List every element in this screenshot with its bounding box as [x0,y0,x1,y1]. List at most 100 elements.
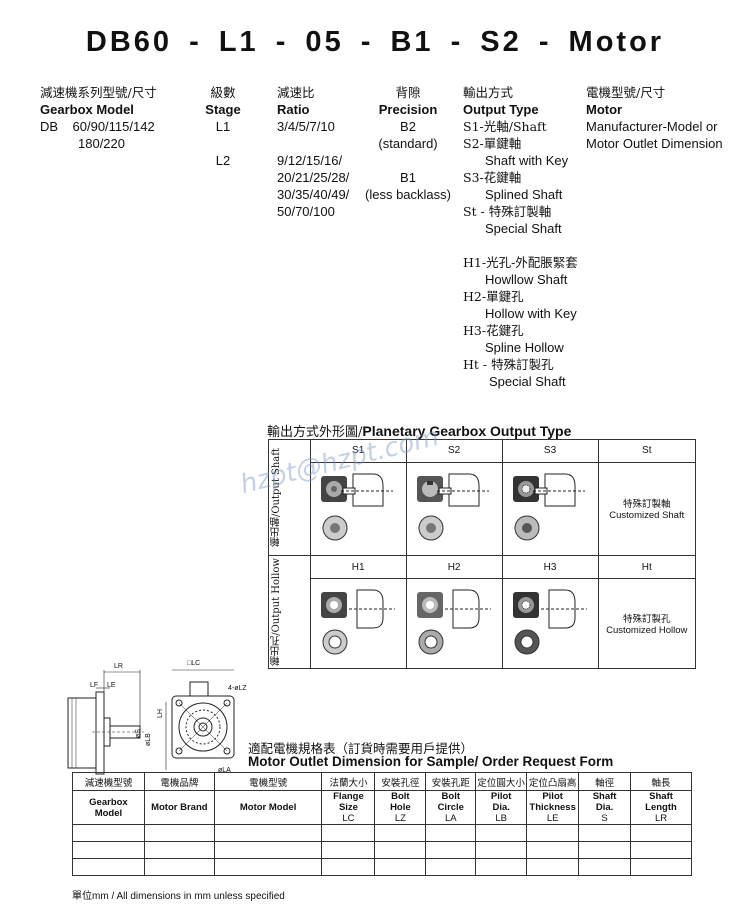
label-la: øLA [218,767,231,774]
form-entry-row[interactable] [72,824,692,842]
label-lz: 4-øLZ [228,685,247,692]
header-h1: H1 [309,555,407,580]
output-type-zh: 輸出方式 [463,85,514,100]
precision-en: Precision [378,102,438,117]
ratio-zh: 減速比 [277,85,315,100]
form-title-zh: 適配電機規格表（訂貨時需要用戶提供） [248,741,474,756]
form-h-zh-7: 定位凸扇高 [526,772,580,791]
gearbox-model-column: 減速機系列型號/尺寸 Gearbox Model DB 60/90/115/14… [40,84,157,152]
motor-en: Motor [586,102,623,117]
motor-column: 電機型號/尺寸 Motor Manufacturer-Model or Moto… [586,84,723,152]
form-h-zh-0: 減速機型號 [72,772,145,791]
output-s2-desc: Shaft with Key [485,153,569,168]
splined-shaft-illustration [513,473,586,541]
header-h2: H2 [405,555,503,580]
st-text-en: Customized Shaft [609,510,685,522]
output-h1-desc: Howllow Shaft [485,272,568,287]
output-s3-desc: Splined Shaft [485,187,563,202]
stage-zh: 級數 [210,85,236,100]
output-h2: H2-單鍵孔 [463,289,524,304]
stage-l1: L1 [215,119,231,134]
ratio-column: 減速比 Ratio 3/4/5/7/10 9/12/15/16/ 20/21/2… [277,84,349,220]
output-figure-title-en: Planetary Gearbox Output Type [362,423,572,439]
output-hollow-row-label: 輸出孔/Output Hollow [268,555,311,669]
gearbox-prefix: DB [40,119,59,134]
output-type-column: 輸出方式 Output Type S1-光軸/Shaft S2-單鍵軸 Shaf… [463,84,578,390]
keyed-hollow-illustration [417,589,492,655]
motor-zh: 電機型號/尺寸 [586,85,666,100]
spline-hollow-illustration [513,589,588,655]
ratio-l2-1: 9/12/15/16/ [277,153,343,168]
keyed-shaft-illustration [417,473,490,541]
ratio-l2-2: 20/21/25/28/ [277,170,350,185]
st-text-zh: 特殊訂製軸 [623,499,671,511]
output-ht-desc: Special Shaft [489,374,566,389]
s3-image [501,461,599,557]
precision-zh: 背隙 [395,85,421,100]
h3-image [501,578,599,669]
output-figure-title-zh: 輸出方式外形圖/ [267,425,363,440]
header-s3: S3 [501,439,599,463]
output-h3-desc: Spline Hollow [485,340,564,355]
form-entry-row[interactable] [72,858,692,876]
stage-en: Stage [205,102,241,117]
output-st: St - 特殊訂製軸 [463,204,552,219]
gearbox-sizes-1: 60/90/115/142 [72,119,155,134]
form-h-zh-3: 法蘭大小 [321,772,376,791]
header-h3: H3 [501,555,599,580]
h1-image [309,578,407,669]
precision-b1: B1 [400,170,416,185]
ht-text-en: Customized Hollow [606,625,688,637]
gearbox-model-en: Gearbox Model [40,102,134,117]
motor-line2: Motor Outlet Dimension [586,136,723,151]
form-h-zh-8: 軸徑 [578,772,632,791]
form-header-zh-row: 減速機型號 電機品牌 電機型號 法蘭大小 安裝孔徑 安裝孔距 定位圓大小 定位凸… [72,772,692,791]
footnote: 單位mm / All dimensions in mm unless speci… [72,891,285,902]
form-h-zh-5: 安裝孔距 [425,772,477,791]
gearbox-model-zh: 減速機系列型號/尺寸 [40,85,157,100]
motor-order-form-table: 減速機型號 電機品牌 電機型號 法蘭大小 安裝孔徑 安裝孔距 定位圓大小 定位凸… [72,772,692,876]
label-le: LE [107,682,116,689]
ht-cell: 特殊訂製孔 Customized Hollow [597,578,697,669]
ratio-l2-3: 30/35/40/49/ [277,187,350,202]
output-s3: S3-花鍵軸 [463,170,522,185]
label-lr: LR [114,663,123,670]
s1-image [309,461,407,557]
label-lc: □LC [187,660,200,667]
form-h-zh-6: 定位圓大小 [475,772,528,791]
label-lb: øLB [145,733,152,746]
output-s2: S2-單鍵軸 [463,136,522,151]
h2-image [405,578,503,669]
form-entry-row[interactable] [72,841,692,859]
output-s1: S1-光軸/Shaft [463,119,547,134]
shaft-gearbox-illustration [321,473,394,541]
output-h2-desc: Hollow with Key [485,306,577,321]
form-h-zh-1: 電機品牌 [143,772,215,791]
output-h1: H1-光孔-外配脹緊套 [463,255,578,270]
ratio-l2-4: 50/70/100 [277,204,335,219]
output-type-table: 輸出軸/Output Shaft S1 S2 S3 St [268,438,697,669]
hollow-shaft-illustration [321,589,396,655]
precision-b1-note: (less backlass) [365,187,451,202]
label-lh: LH [157,709,164,718]
precision-b2: B2 [400,119,416,134]
form-h-zh-2: 電機型號 [213,772,323,791]
precision-b2-note: (standard) [378,136,438,151]
output-ht: Ht - 特殊訂製孔 [463,357,554,372]
ht-text-zh: 特殊訂製孔 [623,614,671,626]
motor-flange-drawing: LR LF LE øS øLB LH □LC 4-øLZ øLA [67,660,247,775]
precision-column: 背隙 Precision B2 (standard) B1 (less back… [358,84,458,203]
page-title: DB60 - L1 - 05 - B1 - S2 - Motor [85,26,665,58]
form-h-en-2: Motor Model [213,790,323,825]
form-h-zh-4: 安裝孔徑 [374,772,427,791]
gearbox-sizes-2: 180/220 [78,136,125,151]
output-shaft-row-label: 輸出軸/Output Shaft [268,438,311,557]
